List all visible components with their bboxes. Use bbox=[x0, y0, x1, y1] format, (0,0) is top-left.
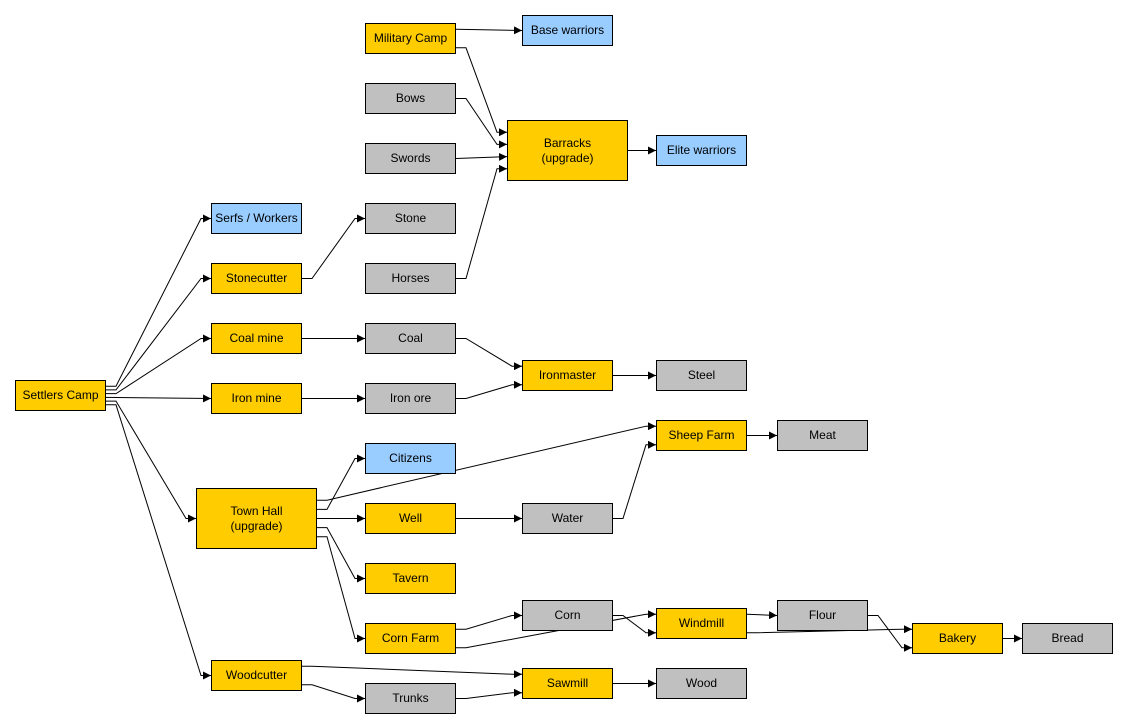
edge-water-to-sheep-farm bbox=[613, 440, 656, 519]
node-water: Water bbox=[522, 503, 613, 534]
edge-settlers-camp-to-iron-mine bbox=[105, 394, 212, 403]
edge-town-hall-to-tavern bbox=[317, 527, 365, 583]
edge-trunks-to-sawmill bbox=[456, 688, 522, 699]
node-sawmill: Sawmill bbox=[522, 668, 613, 699]
node-stonecutter: Stonecutter bbox=[211, 263, 302, 294]
node-flour: Flour bbox=[777, 600, 868, 631]
node-elite-warriors: Elite warriors bbox=[656, 135, 747, 166]
edge-settlers-camp-to-coal-mine bbox=[106, 334, 211, 395]
node-swords: Swords bbox=[365, 143, 456, 174]
edge-coal-to-ironmaster bbox=[456, 338, 522, 371]
edge-horses-to-barracks bbox=[456, 164, 507, 279]
edge-town-hall-to-corn-farm bbox=[317, 536, 365, 643]
edge-town-hall-to-sheep-farm bbox=[317, 422, 656, 501]
edge-settlers-camp-to-serfs-workers bbox=[106, 214, 211, 387]
node-bows: Bows bbox=[365, 83, 456, 114]
node-citizens: Citizens bbox=[365, 443, 456, 474]
node-coal-mine: Coal mine bbox=[211, 323, 302, 354]
edge-military-camp-to-barracks bbox=[456, 47, 507, 137]
node-corn-farm: Corn Farm bbox=[365, 623, 456, 654]
edge-corn-to-windmill bbox=[613, 615, 656, 637]
edge-woodcutter-to-trunks bbox=[302, 684, 365, 703]
edge-settlers-camp-to-stonecutter bbox=[106, 274, 211, 391]
edge-windmill-to-bakery bbox=[747, 625, 912, 634]
node-sheep-farm: Sheep Farm bbox=[656, 420, 747, 451]
node-meat: Meat bbox=[777, 420, 868, 451]
node-barracks: Barracks (upgrade) bbox=[507, 120, 628, 181]
edge-swords-to-barracks bbox=[455, 152, 508, 161]
node-stone: Stone bbox=[365, 203, 456, 234]
node-iron-ore: Iron ore bbox=[365, 383, 456, 414]
edge-flour-to-bakery bbox=[868, 615, 912, 652]
edge-corn-farm-to-windmill bbox=[456, 610, 656, 649]
node-bakery: Bakery bbox=[912, 623, 1003, 654]
edge-military-camp-to-base-warriors bbox=[455, 26, 523, 35]
edge-iron-ore-to-ironmaster bbox=[456, 380, 522, 399]
node-tavern: Tavern bbox=[365, 563, 456, 594]
node-corn: Corn bbox=[522, 600, 613, 631]
node-military-camp: Military Camp bbox=[365, 23, 456, 54]
node-windmill: Windmill bbox=[656, 608, 747, 639]
edge-settlers-camp-to-town-hall bbox=[106, 400, 196, 523]
node-coal: Coal bbox=[365, 323, 456, 354]
node-woodcutter: Woodcutter bbox=[211, 660, 302, 691]
node-serfs-workers: Serfs / Workers bbox=[211, 203, 302, 234]
node-ironmaster: Ironmaster bbox=[522, 360, 613, 391]
node-wood: Wood bbox=[656, 668, 747, 699]
node-town-hall: Town Hall (upgrade) bbox=[196, 488, 317, 549]
edge-settlers-camp-to-woodcutter bbox=[106, 404, 211, 680]
node-trunks: Trunks bbox=[365, 683, 456, 714]
node-base-warriors: Base warriors bbox=[522, 15, 613, 46]
node-bread: Bread bbox=[1022, 623, 1113, 654]
edge-town-hall-to-citizens bbox=[317, 454, 365, 510]
edge-corn-farm-to-corn bbox=[456, 611, 522, 630]
node-iron-mine: Iron mine bbox=[211, 383, 302, 414]
node-steel: Steel bbox=[656, 360, 747, 391]
node-well: Well bbox=[365, 503, 456, 534]
node-horses: Horses bbox=[365, 263, 456, 294]
edge-stonecutter-to-stone bbox=[302, 214, 365, 279]
edge-bows-to-barracks bbox=[456, 98, 507, 149]
node-settlers-camp: Settlers Camp bbox=[15, 380, 106, 411]
edge-windmill-to-flour bbox=[746, 611, 778, 620]
edge-woodcutter-to-sawmill bbox=[302, 665, 522, 679]
